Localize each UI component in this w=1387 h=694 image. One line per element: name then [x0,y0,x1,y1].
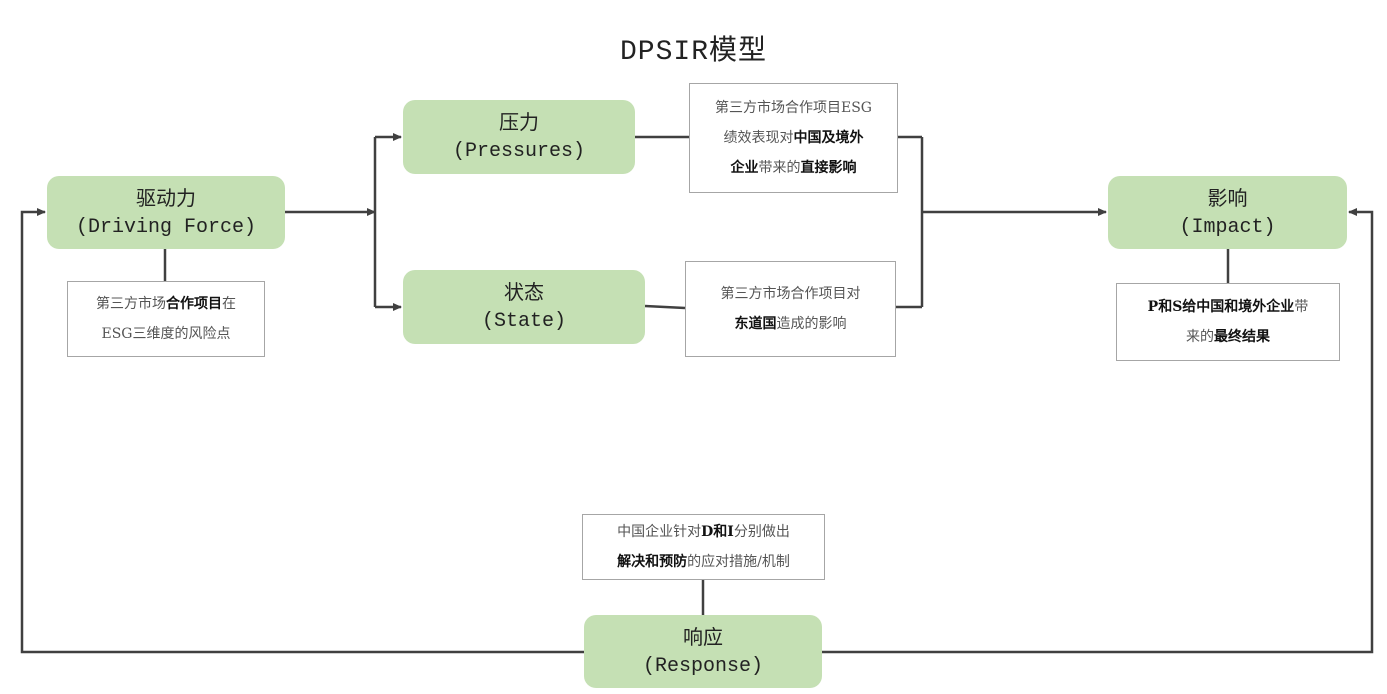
note-text-bold: 东道国 [734,316,777,332]
note-text: 在 [222,296,236,312]
note-text-bold: 解决和预防 [617,554,688,570]
note-text: 带 [1294,299,1309,315]
note-line: 东道国造成的影响 [735,309,847,339]
note-text: 来的 [1186,329,1214,345]
node-label-en: (Response) [642,654,764,678]
node-label-en: (Impact) [1179,215,1276,239]
note-line: ESG三维度的风险点 [102,319,231,349]
note-impact: P和S给中国和境外企业带来的最终结果 [1116,283,1340,361]
node-pressures: 压力 (Pressures) [403,100,635,174]
node-label-en: (Driving Force) [75,215,257,239]
node-state: 状态 (State) [403,270,645,344]
note-text-bold: 企业 [730,160,759,176]
note-line: 解决和预防的应对措施/机制 [617,547,790,577]
note-text: 第三方市场合作项目ESG [715,100,872,116]
note-text: ESG三维度的风险点 [101,326,231,342]
response-to-impact [822,208,1374,654]
node-impact: 影响 (Impact) [1108,176,1347,249]
note-text-bold: 合作项目 [166,296,222,312]
state-note-link [644,304,686,310]
node-label-zh: 响应 [683,624,723,649]
note-line: 来的最终结果 [1186,322,1270,352]
note-text-bold: 最终结果 [1214,329,1270,345]
note-text-bold: D和I [701,524,734,540]
note-text: 中国企业针对 [617,524,702,540]
note-text: 第三方市场 [96,296,166,312]
note-line: 绩效表现对中国及境外 [724,123,864,153]
note-text: 带来的 [758,160,801,176]
note-line: 中国企业针对D和I分别做出 [617,517,790,547]
note-line: P和S给中国和境外企业带 [1148,292,1309,322]
node-label-zh: 影响 [1207,185,1248,210]
note-text: 的应对措施/机制 [687,554,790,570]
node-response: 响应 (Response) [584,615,822,688]
note-line: 第三方市场合作项目对 [721,279,861,309]
node-label-en: (State) [481,310,566,333]
note-state: 第三方市场合作项目对东道国造成的影响 [685,261,896,357]
note-text: 造成的影响 [776,316,847,332]
note-driving: 第三方市场合作项目在 ESG三维度的风险点 [67,281,265,357]
note-line: 第三方市场合作项目在 [96,289,236,319]
note-text-bold: 中国及境外 [793,130,864,146]
node-label-zh: 状态 [504,280,544,304]
node-label-zh: 驱动力 [136,185,196,210]
note-text: 第三方市场合作项目对 [720,286,861,302]
response-to-driving [20,208,584,654]
note-text: 分别做出 [733,524,790,540]
node-driving-force: 驱动力 (Driving Force) [47,176,285,249]
note-text-bold: 直接影响 [800,160,857,176]
note-line: 第三方市场合作项目ESG [715,93,872,123]
node-label-zh: 压力 [499,110,539,134]
note-text: 绩效表现对 [723,130,794,146]
node-label-en: (Pressures) [452,140,586,163]
note-text-bold: P和S给中国和境外企业 [1147,299,1295,315]
diagram-title: DPSIR模型 [619,37,767,68]
note-response: 中国企业针对D和I分别做出解决和预防的应对措施/机制 [582,514,825,580]
note-line: 企业带来的直接影响 [731,153,857,183]
